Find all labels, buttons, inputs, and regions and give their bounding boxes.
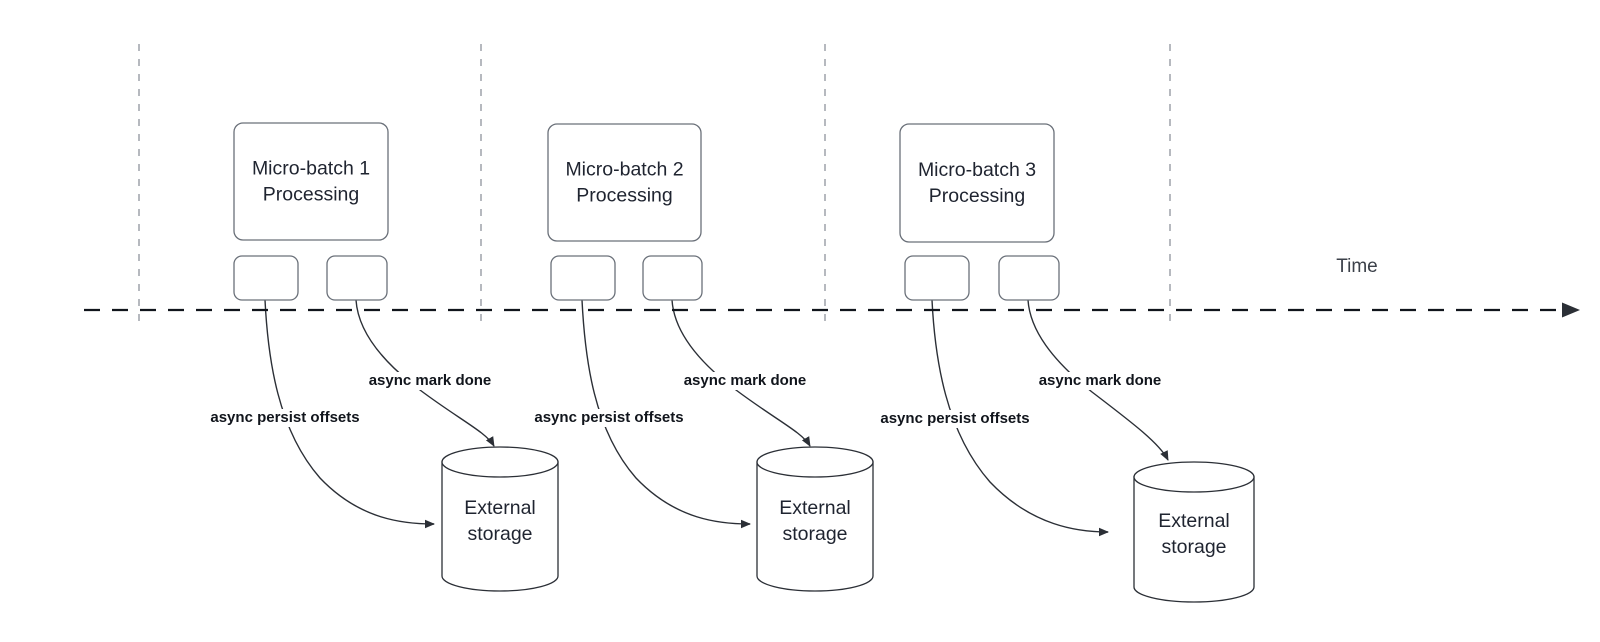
storage-label-line2-3: storage [1161, 536, 1226, 558]
edge-persist-offsets-1-label: async persist offsets [210, 409, 359, 426]
storage-cylinder-body-3[interactable] [1133, 476, 1255, 603]
axis-label-layer: Time [1336, 256, 1378, 277]
edge-label-backdrop-1-2 [358, 372, 502, 390]
task-box-3a[interactable] [904, 255, 970, 301]
micro-batch-node-2[interactable]: Micro-batch 2 Processing [547, 123, 702, 242]
micro-batch-label-line2-3: Processing [929, 185, 1025, 207]
task-box-1b[interactable] [326, 255, 388, 301]
timeline-axis [84, 302, 1580, 318]
edge-label-backdrop-1-1 [195, 409, 375, 427]
storage-label-line2-1: storage [467, 523, 532, 545]
micro-batch-label-line2-2: Processing [576, 185, 672, 207]
timeline-arrow-icon [1562, 302, 1580, 318]
micro-batch-node-1[interactable]: Micro-batch 1 Processing [233, 122, 389, 241]
edge-persist-offsets-3 [931, 299, 1109, 537]
axis-label-time: Time [1336, 256, 1378, 277]
edge-label-backdrop-3-2 [1028, 372, 1172, 390]
storage-label-line2-2: storage [782, 523, 847, 545]
micro-batch-label-line1-3: Micro-batch 3 [918, 159, 1036, 181]
storage-label-line1-2: External [779, 497, 851, 519]
edge-mark-done-2-label: async mark done [684, 372, 807, 389]
edge-persist-offsets-2 [581, 299, 751, 529]
storage-cylinder-body-1[interactable] [441, 461, 559, 592]
edge-label-layer: async persist offsets async mark done asyn… [195, 372, 1172, 428]
edge-persist-offsets-2-label: async persist offsets [534, 409, 683, 426]
edge-mark-done-3 [1027, 299, 1169, 461]
storage-cylinder-body-2[interactable] [756, 461, 874, 592]
storage-cylinder-top-2 [756, 446, 874, 478]
edge-mark-done-1-label: async mark done [369, 372, 492, 389]
storage-label-line1-1: External [464, 497, 536, 519]
task-box-3b[interactable] [998, 255, 1060, 301]
micro-batch-label-line2-1: Processing [263, 184, 359, 206]
storage-label-line1-3: External [1158, 510, 1230, 532]
storage-cylinder-top-1 [441, 446, 559, 478]
timeline-boundary-ticks [138, 44, 1171, 327]
external-storage-node-3[interactable]: External storage [1133, 461, 1255, 603]
edge-persist-offsets-3-label: async persist offsets [880, 410, 1029, 427]
edge-label-backdrop-2-1 [519, 409, 699, 427]
storage-cylinder-top-3 [1133, 461, 1255, 493]
edge-label-backdrop-3-1 [865, 410, 1045, 428]
external-storage-node-1[interactable]: External storage [441, 446, 559, 592]
micro-batch-box-3[interactable] [899, 123, 1055, 243]
micro-batch-label-line1-1: Micro-batch 1 [252, 158, 370, 180]
edge-label-backdrop-2-2 [673, 372, 817, 390]
edge-persist-offsets-1 [264, 299, 435, 529]
micro-batch-box-1[interactable] [233, 122, 389, 241]
task-box-2b[interactable] [642, 255, 703, 301]
task-box-1a[interactable] [233, 255, 299, 301]
micro-batch-node-3[interactable]: Micro-batch 3 Processing [899, 123, 1055, 243]
edge-mark-done-3-label: async mark done [1039, 372, 1162, 389]
micro-batch-box-2[interactable] [547, 123, 702, 242]
task-box-2a[interactable] [550, 255, 616, 301]
external-storage-node-2[interactable]: External storage [756, 446, 874, 592]
micro-batch-label-line1-2: Micro-batch 2 [565, 159, 683, 181]
